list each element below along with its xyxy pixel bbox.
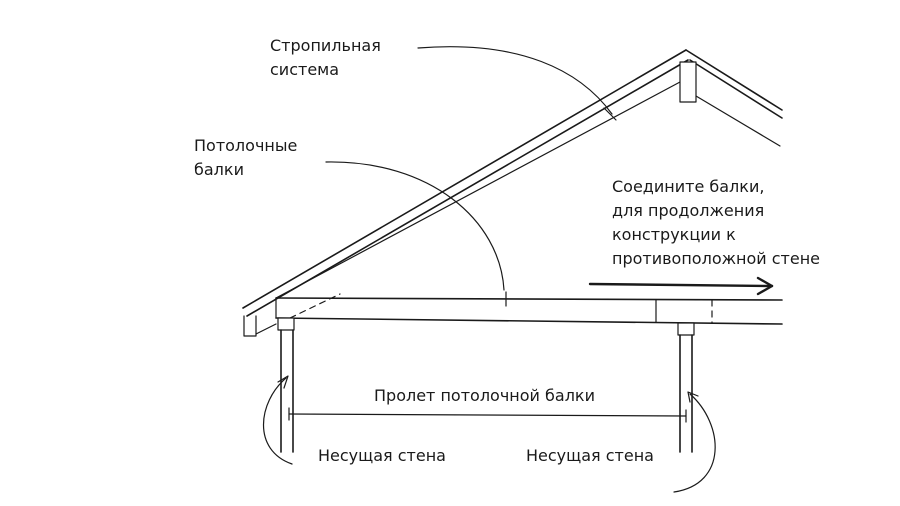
leader-rafter-system bbox=[417, 46, 617, 121]
rafter-right bbox=[685, 49, 783, 147]
bearing-wall-left-drawing bbox=[277, 317, 295, 453]
continue-arrow bbox=[588, 276, 774, 296]
span-dimension bbox=[288, 407, 687, 423]
leader-ceiling-joists bbox=[325, 161, 505, 291]
leader-bearing-wall-left bbox=[262, 375, 293, 465]
ceiling-joist bbox=[275, 291, 783, 325]
label-connect-joists: Соедините балки, для продолжения констру… bbox=[612, 177, 821, 268]
bearing-wall-right-drawing bbox=[677, 322, 695, 453]
label-bearing-wall-right: Несущая стена bbox=[526, 446, 654, 465]
label-ceiling-joists: Потолочные балки bbox=[194, 136, 298, 179]
ridge-post bbox=[679, 61, 697, 103]
eave-detail bbox=[243, 315, 277, 337]
rafter-left bbox=[242, 49, 689, 317]
label-bearing-wall-left: Несущая стена bbox=[318, 446, 446, 465]
label-joist-span: Пролет потолочной балки bbox=[374, 386, 595, 405]
label-rafter-system: Стропильная система bbox=[270, 36, 381, 79]
leader-bearing-wall-right bbox=[673, 391, 716, 493]
